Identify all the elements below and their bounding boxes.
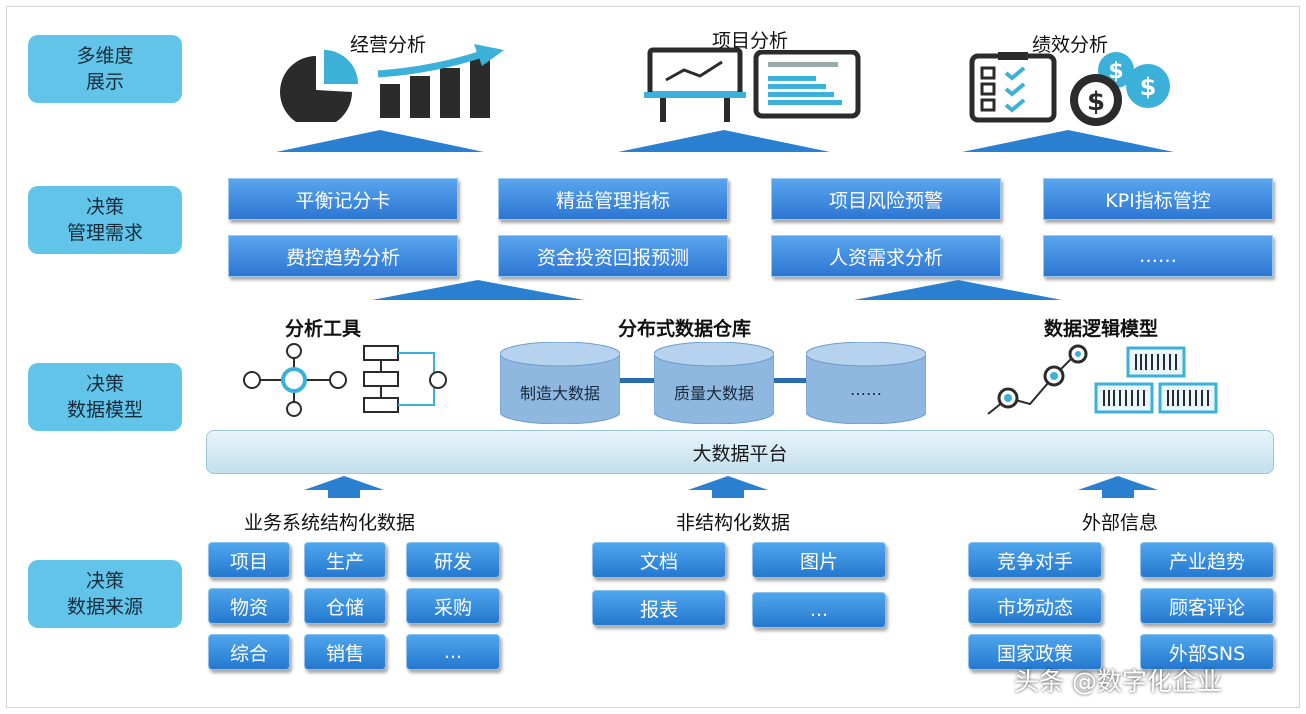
svg-text:$: $ [1108, 59, 1123, 84]
node-graph-icon [243, 343, 347, 417]
arrow-up-triangle-4 [372, 280, 584, 300]
watermark: 头条 @数字化企业 [1014, 667, 1222, 696]
source-box: 文档 [592, 542, 726, 578]
arrow-up-triangle-1 [276, 130, 484, 152]
checklist-icon [969, 52, 1057, 123]
barcode-blocks-icon [1094, 346, 1218, 414]
report-icon [753, 50, 861, 119]
source-box: ... [752, 592, 886, 628]
mgmt-box: 费控趋势分析 [228, 235, 458, 277]
business-analysis-title: 经营分析 [350, 34, 427, 56]
source-box: 图片 [752, 542, 886, 578]
external-info-title: 外部信息 [1082, 512, 1159, 534]
source-box: 竞争对手 [968, 542, 1102, 578]
source-box: 项目 [208, 542, 290, 578]
up-arrow-icon [1078, 476, 1158, 498]
category-management: 决策 管理需求 [28, 186, 182, 254]
mgmt-box: 项目风险预警 [771, 178, 1001, 220]
big-data-platform: 大数据平台 [206, 430, 1274, 474]
mgmt-box: 精益管理指标 [498, 178, 728, 220]
source-box: 产业趋势 [1140, 542, 1274, 578]
db-cylinder: 制造大数据 [500, 342, 620, 424]
bar-chart-icon [377, 44, 504, 118]
db-cylinder-label: 质量大数据 [673, 384, 754, 403]
performance-analysis-title: 绩效分析 [1032, 34, 1109, 56]
project-analysis-title: 项目分析 [712, 30, 789, 52]
category-data-source: 决策 数据来源 [28, 560, 182, 628]
db-cylinder: …… [806, 342, 926, 424]
source-box: 销售 [304, 634, 386, 670]
mgmt-box: 资金投资回报预测 [498, 235, 728, 277]
source-box: 综合 [208, 634, 290, 670]
source-box: 仓储 [304, 588, 386, 624]
db-cylinder: 质量大数据 [654, 342, 774, 424]
arrow-up-triangle-3 [962, 130, 1174, 152]
category-data-model: 决策 数据模型 [28, 363, 182, 431]
source-box: 国家政策 [968, 634, 1102, 670]
source-box: 物资 [208, 588, 290, 624]
up-arrow-icon [688, 476, 768, 498]
arrow-up-triangle-2 [618, 130, 830, 152]
db-connector [620, 378, 654, 383]
diagram-frame [6, 6, 1300, 708]
mgmt-box: 人资需求分析 [771, 235, 1001, 277]
db-connector [774, 378, 806, 383]
trend-line-icon [987, 344, 1088, 415]
svg-text:$: $ [1087, 87, 1105, 117]
source-box: 研发 [406, 542, 500, 578]
db-cylinder-label: …… [850, 380, 882, 399]
flowchart-icon [363, 345, 447, 413]
analysis-tools-title: 分析工具 [285, 318, 362, 340]
source-box: 采购 [406, 588, 500, 624]
up-arrow-icon [304, 476, 384, 498]
category-display: 多维度 展示 [28, 35, 182, 103]
db-cylinder-label: 制造大数据 [519, 384, 600, 403]
unstructured-data-title: 非结构化数据 [676, 512, 791, 534]
source-box: 生产 [304, 542, 386, 578]
structured-data-title: 业务系统结构化数据 [244, 512, 416, 534]
source-box: 报表 [592, 590, 726, 626]
svg-text:$: $ [1140, 73, 1157, 101]
source-box: 顾客评论 [1140, 588, 1274, 624]
mgmt-box: KPI指标管控 [1043, 178, 1273, 220]
data-logic-model-title: 数据逻辑模型 [1044, 318, 1159, 340]
source-box: 市场动态 [968, 588, 1102, 624]
distributed-warehouse-title: 分布式数据仓库 [618, 318, 752, 340]
whiteboard-icon [644, 47, 746, 122]
mgmt-box: …… [1043, 235, 1273, 277]
dollar-coins-icon: $ $ $ [1070, 52, 1170, 126]
mgmt-box: 平衡记分卡 [228, 178, 458, 220]
pie-chart-icon [280, 50, 358, 122]
arrow-up-triangle-5 [854, 280, 1062, 300]
source-box: ... [406, 634, 500, 670]
source-box: 外部SNS [1140, 634, 1274, 670]
